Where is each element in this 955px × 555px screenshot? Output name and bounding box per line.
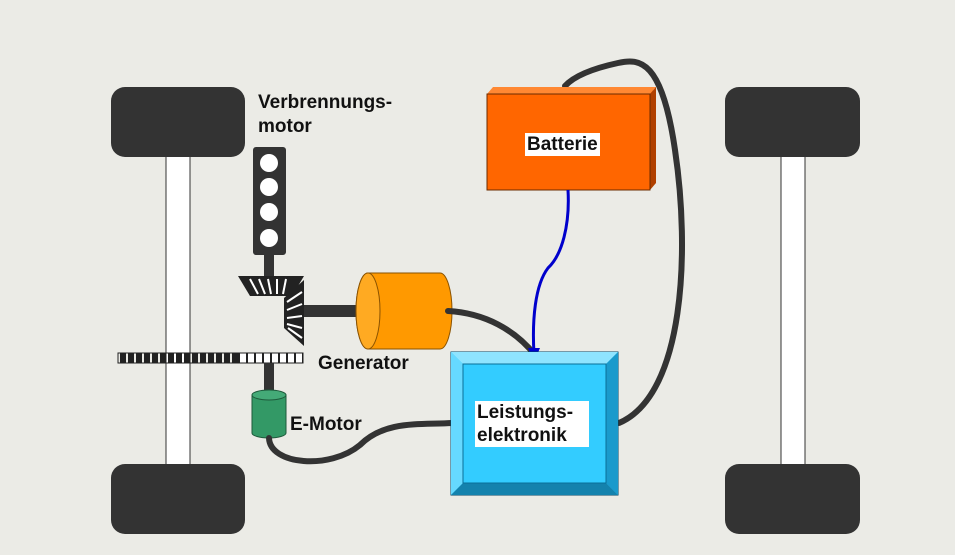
power-electronics-label-line1: Leistungs- <box>477 402 574 423</box>
engine-label-line2: motor <box>258 116 312 137</box>
wheel-rear-right <box>725 464 860 534</box>
wheel-rear-left <box>111 464 245 534</box>
right-axle <box>780 149 806 476</box>
emotor-label: E-Motor <box>290 414 362 435</box>
generator-shaft <box>304 305 364 317</box>
power-electronics-label-line2: elektronik <box>477 425 567 446</box>
emotor-shaft <box>264 363 274 395</box>
emotor-icon <box>251 389 287 439</box>
generator-icon <box>355 272 453 350</box>
engine-icon <box>253 147 286 277</box>
power-electronics-label: Leistungs- elektronik <box>475 401 589 447</box>
left-axle <box>165 149 191 476</box>
signal-cable-battery <box>531 189 570 355</box>
battery-label: Batterie <box>525 133 600 156</box>
generator-label: Generator <box>318 353 409 374</box>
engine-label-line1: Verbrennungs- <box>258 92 393 113</box>
chain-dark <box>117 352 239 364</box>
wheel-front-left <box>111 87 245 157</box>
bevel-gear-icon <box>238 276 304 346</box>
cable-battery-power <box>562 58 685 426</box>
wheel-front-right <box>725 87 860 157</box>
chain-light <box>237 352 304 364</box>
cable-emotor-power <box>266 420 455 465</box>
cable-generator-power <box>445 308 538 358</box>
